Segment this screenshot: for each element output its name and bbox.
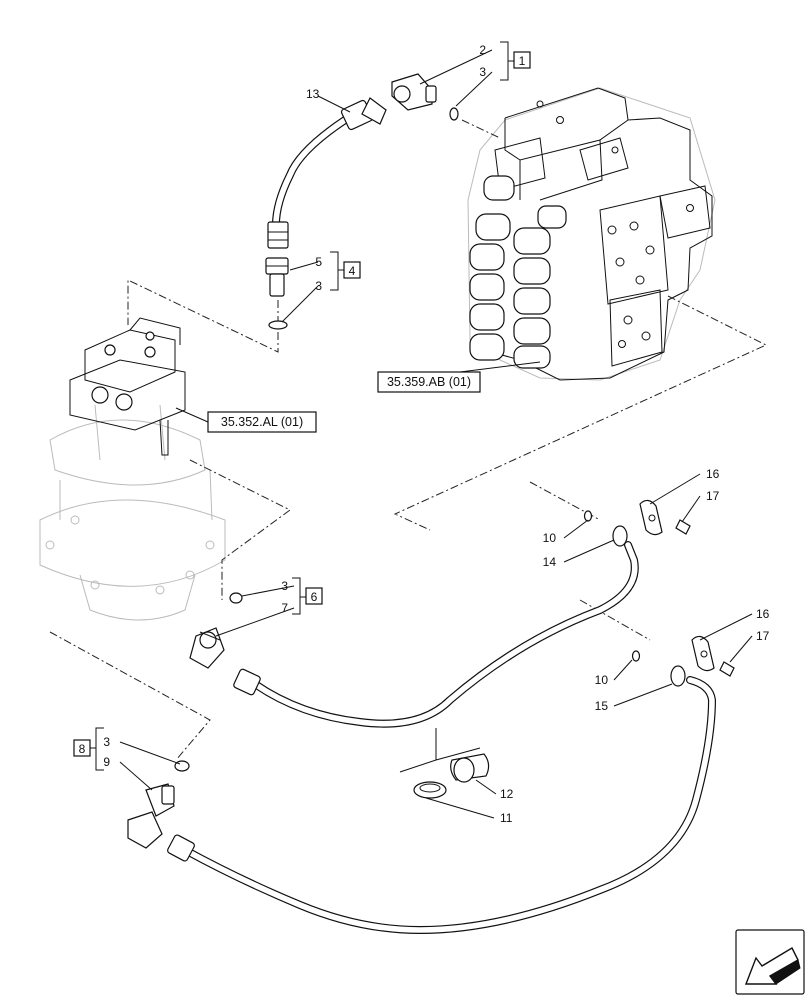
- bolt-17-upper: [675, 519, 691, 535]
- orientation-arrow-icon[interactable]: [735, 929, 805, 995]
- callout-3-mid[interactable]: 3: [315, 279, 322, 293]
- callout-16-upper[interactable]: 16: [706, 467, 720, 481]
- o-ring-3-motor: [229, 592, 243, 604]
- bolt-17-lower: [719, 661, 735, 677]
- optional-parts-branch: [399, 728, 490, 799]
- o-ring-10-upper: [583, 510, 593, 522]
- callout-3-lower[interactable]: 3: [103, 735, 110, 749]
- o-ring-3-mid: [268, 320, 288, 330]
- clamp-16-upper: [639, 499, 663, 536]
- callout-17-lower[interactable]: 17: [756, 629, 770, 643]
- adapter-fitting-5: [265, 257, 289, 297]
- callout-numbers: 13 2 3 5 3 3 7 3 9 16 17 10 14 16 17 10 …: [103, 43, 769, 825]
- reference-control-valve: 35.359.AB (01): [387, 375, 471, 389]
- group-number-4: 4: [349, 264, 356, 278]
- reference-box-control-valve[interactable]: 35.359.AB (01): [377, 371, 481, 393]
- group-number-6: 6: [311, 590, 318, 604]
- control-valve-drawing: [467, 87, 716, 381]
- callout-17-upper[interactable]: 17: [706, 489, 720, 503]
- o-ring-3-top: [449, 107, 459, 121]
- callout-2[interactable]: 2: [479, 43, 486, 57]
- reference-box-swing-motor[interactable]: 35.352.AL (01): [207, 411, 317, 433]
- hose-13: [267, 97, 387, 249]
- callout-7[interactable]: 7: [281, 601, 288, 615]
- group-box-8[interactable]: 8: [73, 739, 91, 757]
- assembly-centerlines: [49, 119, 768, 761]
- swing-motor-drawing: [39, 317, 226, 621]
- callout-16-lower[interactable]: 16: [756, 607, 770, 621]
- group-box-4[interactable]: 4: [343, 261, 361, 279]
- callout-5[interactable]: 5: [315, 255, 322, 269]
- callout-15[interactable]: 15: [595, 699, 609, 713]
- group-box-1[interactable]: 1: [513, 51, 531, 69]
- elbow-fitting-7: [189, 627, 225, 669]
- reference-swing-motor: 35.352.AL (01): [221, 415, 303, 429]
- hose-15: [167, 665, 717, 935]
- hose-14: [233, 525, 639, 728]
- callout-12[interactable]: 12: [500, 787, 514, 801]
- callout-10-lower[interactable]: 10: [595, 673, 609, 687]
- callout-13[interactable]: 13: [306, 87, 320, 101]
- o-ring-10-lower: [631, 650, 641, 662]
- elbow-fitting-9: [127, 783, 175, 849]
- leader-lines: [119, 49, 753, 819]
- callout-14[interactable]: 14: [543, 555, 557, 569]
- callout-11[interactable]: 11: [500, 811, 513, 825]
- group-number-1: 1: [519, 54, 526, 68]
- callout-10-upper[interactable]: 10: [543, 531, 557, 545]
- callout-3-top[interactable]: 3: [479, 65, 486, 79]
- callout-3-motor[interactable]: 3: [281, 579, 288, 593]
- callout-9[interactable]: 9: [103, 755, 110, 769]
- group-number-8: 8: [79, 742, 86, 756]
- group-brackets: [90, 41, 514, 771]
- group-box-6[interactable]: 6: [305, 587, 323, 605]
- clamp-16-lower: [691, 635, 715, 672]
